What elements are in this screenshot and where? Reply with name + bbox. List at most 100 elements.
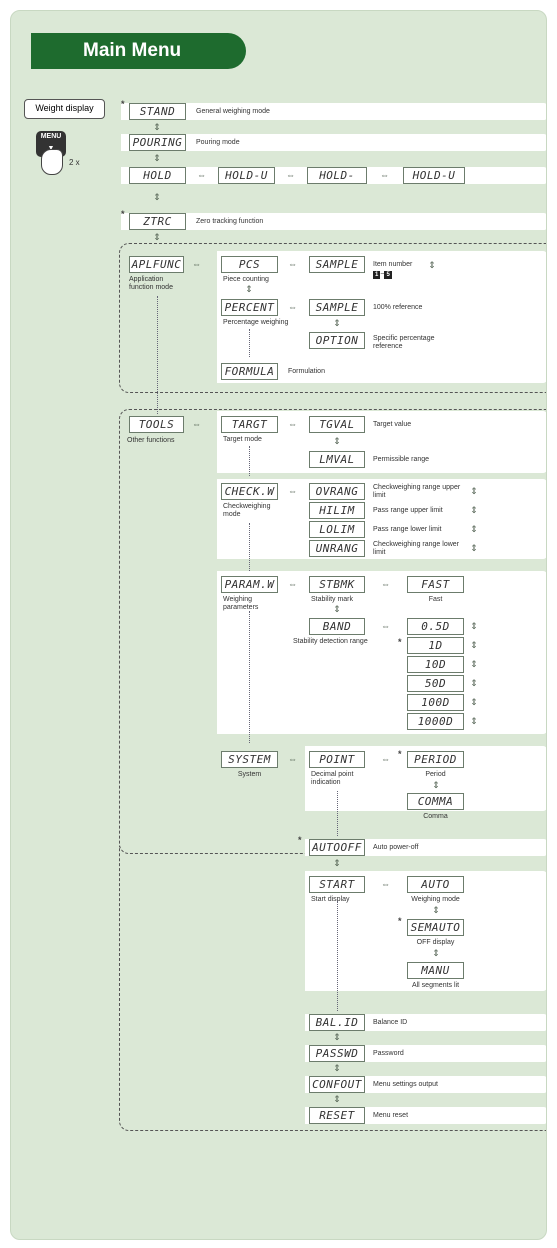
label-comma: Comma bbox=[423, 813, 448, 820]
lcd-tgval: TGVAL bbox=[309, 416, 365, 433]
label-percent: Percentage weighing bbox=[223, 319, 289, 326]
lcd-balid: BAL.ID bbox=[309, 1014, 365, 1031]
lcd-period: PERIOD bbox=[407, 751, 464, 768]
connector-line bbox=[337, 791, 338, 836]
label-stand: General weighing mode bbox=[196, 108, 270, 115]
lcd-lmval: LMVAL bbox=[309, 451, 365, 468]
label-aplfunc: Application function mode bbox=[129, 276, 173, 291]
up-down-arrow-icon: ⇕ bbox=[470, 543, 478, 553]
connector-line bbox=[249, 611, 250, 743]
lcd-unrang: UNRANG bbox=[309, 540, 365, 557]
left-right-arrow-icon: ⇔ bbox=[381, 621, 390, 631]
default-marker: * bbox=[298, 835, 302, 845]
up-down-arrow-icon: ⇕ bbox=[153, 122, 161, 132]
label-check: Checkweighing mode bbox=[223, 503, 271, 518]
up-down-arrow-icon: ⇕ bbox=[333, 1032, 341, 1042]
up-down-arrow-icon: ⇕ bbox=[333, 1094, 341, 1104]
connector-line bbox=[249, 329, 250, 357]
menu-diagram: Main Menu Weight display MENU▼ 2 x * STA… bbox=[10, 10, 547, 1240]
range-sep: ~ bbox=[380, 271, 385, 278]
up-down-arrow-icon: ⇕ bbox=[470, 621, 478, 631]
left-right-arrow-icon: ⇔ bbox=[288, 302, 297, 312]
page-title: Main Menu bbox=[31, 33, 246, 69]
up-down-arrow-icon: ⇕ bbox=[470, 697, 478, 707]
up-down-arrow-icon: ⇕ bbox=[470, 659, 478, 669]
row-autooff-bar bbox=[305, 839, 546, 856]
lcd-band: BAND bbox=[309, 618, 365, 635]
lcd-percent: PERCENT bbox=[221, 299, 278, 316]
label-tgval: Target value bbox=[373, 421, 412, 428]
left-right-arrow-icon: ⇔ bbox=[380, 170, 389, 180]
row-confout-bar bbox=[305, 1076, 546, 1093]
left-right-arrow-icon: ⇔ bbox=[192, 259, 201, 269]
up-down-arrow-icon: ⇕ bbox=[470, 716, 478, 726]
lcd-band-5: 1000D bbox=[407, 713, 464, 730]
connector-line bbox=[249, 446, 250, 476]
lcd-band-2: 10D bbox=[407, 656, 464, 673]
lcd-passwd: PASSWD bbox=[309, 1045, 365, 1062]
lcd-target: TARGT bbox=[221, 416, 278, 433]
lcd-hold: HOLD bbox=[129, 167, 186, 184]
label-pouring: Pouring mode bbox=[196, 139, 240, 146]
up-down-arrow-icon: ⇕ bbox=[432, 948, 440, 958]
range-max: 5 bbox=[384, 271, 392, 279]
up-down-arrow-icon: ⇕ bbox=[470, 640, 478, 650]
left-right-arrow-icon: ⇔ bbox=[192, 419, 201, 429]
lcd-semauto: SEMAUTO bbox=[407, 919, 464, 936]
lcd-lolim: LOLIM bbox=[309, 521, 365, 538]
left-right-arrow-icon: ⇔ bbox=[286, 170, 295, 180]
up-down-arrow-icon: ⇕ bbox=[245, 284, 253, 294]
lcd-fast: FAST bbox=[407, 576, 464, 593]
lcd-band-1: 1D bbox=[407, 637, 464, 654]
connector-line bbox=[157, 296, 158, 414]
pointing-hand-icon bbox=[41, 149, 63, 175]
lcd-sample-ref: SAMPLE bbox=[309, 299, 365, 316]
lcd-hold-minus: HOLD- bbox=[307, 167, 367, 184]
connector-line bbox=[249, 523, 250, 573]
lcd-aplfunc: APLFUNC bbox=[129, 256, 184, 273]
up-down-arrow-icon: ⇕ bbox=[153, 232, 161, 242]
label-reset: Menu reset bbox=[373, 1112, 409, 1119]
connector-line bbox=[337, 901, 338, 1011]
up-down-arrow-icon: ⇕ bbox=[333, 436, 341, 446]
lcd-reset: RESET bbox=[309, 1107, 365, 1124]
label-auto: Weighing mode bbox=[411, 896, 460, 903]
label-formula: Formulation bbox=[288, 368, 325, 375]
label-pcs: Piece counting bbox=[223, 276, 269, 283]
label-system: System bbox=[237, 771, 262, 778]
lcd-point: POINT bbox=[309, 751, 365, 768]
up-down-arrow-icon: ⇕ bbox=[333, 858, 341, 868]
label-target: Target mode bbox=[223, 436, 262, 443]
range-min: 1 bbox=[373, 271, 381, 279]
apl-panel bbox=[217, 251, 546, 383]
label-unrang: Checkweighing range lower limit bbox=[373, 541, 459, 556]
label-lolim: Pass range lower limit bbox=[373, 526, 442, 533]
item-number-range: 1~5 bbox=[373, 271, 392, 279]
label-ovrang: Checkweighing range upper limit bbox=[373, 484, 461, 499]
up-down-arrow-icon: ⇕ bbox=[432, 905, 440, 915]
left-right-arrow-icon: ⇔ bbox=[288, 579, 297, 589]
left-right-arrow-icon: ⇔ bbox=[288, 259, 297, 269]
label-point: Decimal point indication bbox=[311, 771, 354, 786]
label-ztrc: Zero tracking function bbox=[196, 218, 264, 225]
up-down-arrow-icon: ⇕ bbox=[470, 486, 478, 496]
lcd-pcs: PCS bbox=[221, 256, 278, 273]
lcd-ztrc: ZTRC bbox=[129, 213, 186, 230]
lcd-option: OPTION bbox=[309, 332, 365, 349]
up-down-arrow-icon: ⇕ bbox=[470, 524, 478, 534]
weight-display-box: Weight display bbox=[24, 99, 105, 119]
default-marker: * bbox=[398, 637, 402, 647]
up-down-arrow-icon: ⇕ bbox=[333, 604, 341, 614]
up-down-arrow-icon: ⇕ bbox=[432, 780, 440, 790]
row-reset-bar bbox=[305, 1107, 546, 1124]
label-tools: Other functions bbox=[127, 437, 175, 444]
left-right-arrow-icon: ⇔ bbox=[381, 879, 390, 889]
label-hilim: Pass range upper limit bbox=[373, 507, 443, 514]
left-right-arrow-icon: ⇔ bbox=[197, 170, 206, 180]
label-item-number: Item number bbox=[373, 261, 413, 268]
lcd-pouring: POURING bbox=[129, 134, 186, 151]
up-down-arrow-icon: ⇕ bbox=[428, 260, 436, 270]
lcd-stand: STAND bbox=[129, 103, 186, 120]
lcd-start: START bbox=[309, 876, 365, 893]
label-specific-percentage: Specific percentage reference bbox=[373, 335, 435, 350]
